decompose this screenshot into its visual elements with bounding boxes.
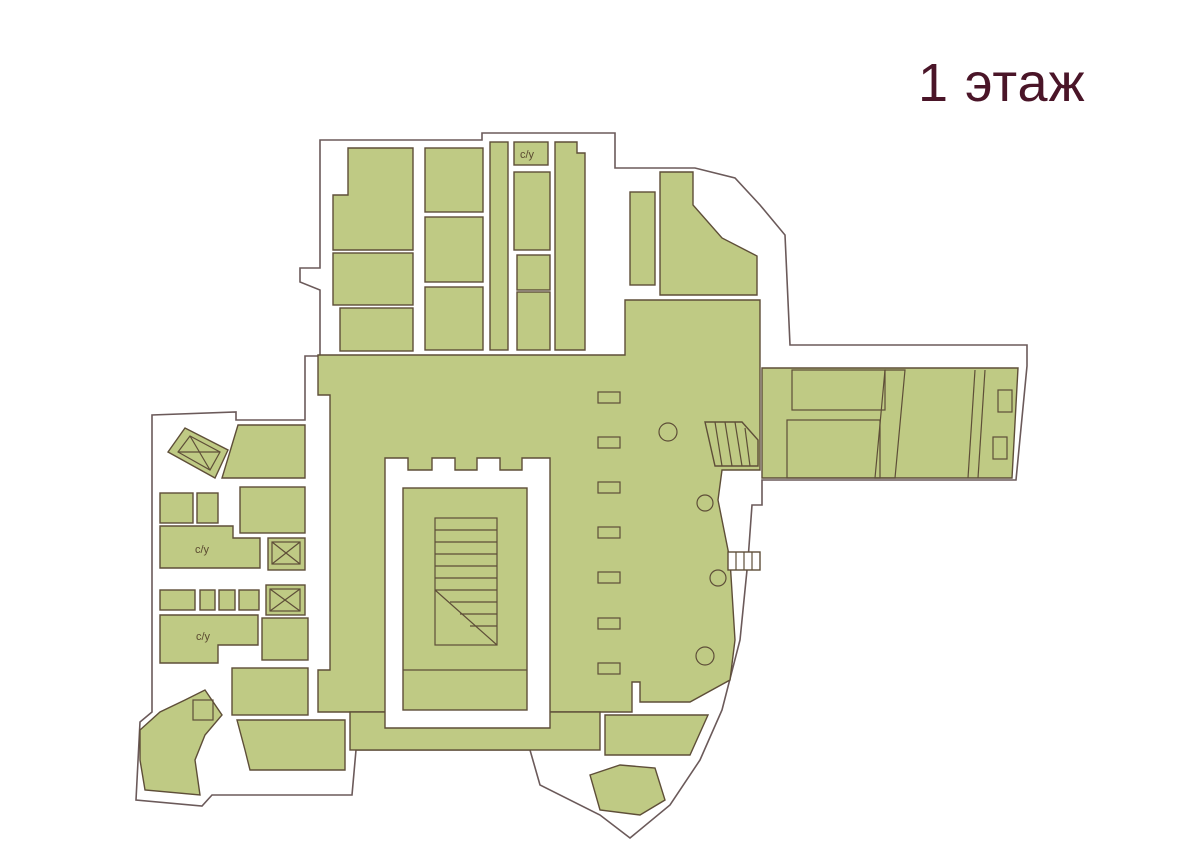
room xyxy=(516,254,551,291)
bottom-right-rooms xyxy=(589,714,710,816)
floor-title: 1 этаж xyxy=(918,53,1086,113)
room xyxy=(424,147,484,213)
wc-label: с/у xyxy=(196,631,211,643)
room xyxy=(516,291,551,351)
central-stair-block xyxy=(402,487,528,711)
room xyxy=(332,147,414,251)
wc-label: с/у xyxy=(195,544,210,556)
wc-room xyxy=(513,141,549,166)
room xyxy=(513,171,551,251)
room xyxy=(339,307,414,352)
room xyxy=(424,216,484,283)
room xyxy=(554,141,586,351)
hall-stairs-icon xyxy=(704,421,761,571)
central-stairs-icon xyxy=(403,517,527,671)
left-rooms: с/у с/у xyxy=(139,424,346,796)
corridor xyxy=(489,141,509,351)
top-block-rooms: с/у xyxy=(332,141,758,352)
right-wing xyxy=(761,367,1019,479)
hall-columns xyxy=(597,391,727,675)
room xyxy=(659,171,758,296)
stairs xyxy=(629,191,656,286)
room xyxy=(332,252,414,306)
wc-label: с/у xyxy=(520,149,535,161)
room xyxy=(424,286,484,351)
